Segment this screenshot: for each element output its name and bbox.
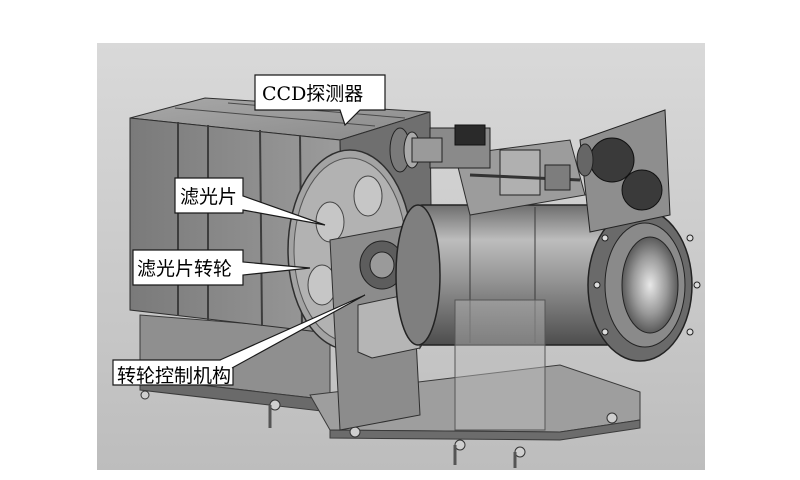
callout-filter-wheel-label: 滤光片转轮 xyxy=(137,258,232,280)
filter-slot-1 xyxy=(315,201,345,243)
callout-wheel-control-label: 转轮控制机构 xyxy=(117,365,231,387)
wheel-control-mechanism xyxy=(329,224,426,431)
callout-wheel-control: 转轮控制机构 xyxy=(112,294,366,387)
callout-ccd-detector: CCD探测器 xyxy=(254,74,386,127)
gear-disc-1 xyxy=(589,137,635,183)
focus-mechanism xyxy=(389,109,671,233)
front-flange xyxy=(587,208,701,362)
lens-aperture xyxy=(621,236,679,334)
callout-ccd-detector-label: CCD探测器 xyxy=(262,83,363,105)
callout-filter: 滤光片 xyxy=(174,177,326,226)
lens-barrel xyxy=(395,204,616,431)
filter-slot-2 xyxy=(353,175,383,217)
callout-filter-wheel: 滤光片转轮 xyxy=(132,249,311,286)
callout-filter-label: 滤光片 xyxy=(180,186,237,208)
gear-disc-2 xyxy=(621,169,663,211)
